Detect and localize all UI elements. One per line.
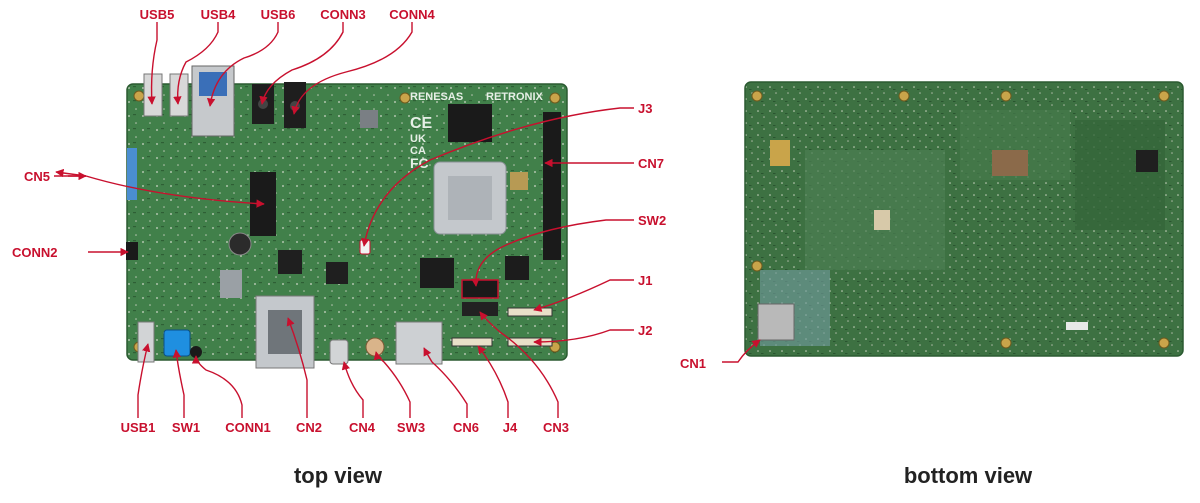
label-conn1: CONN1 xyxy=(225,420,271,435)
silk-renesas: RENESAS xyxy=(410,91,463,103)
conn2-connector xyxy=(126,242,138,260)
label-usb5: USB5 xyxy=(140,7,175,22)
label-conn2: CONN2 xyxy=(12,245,58,260)
silk-ukca-1: UK xyxy=(410,133,426,145)
silk-ukca-2: CA xyxy=(410,145,426,157)
label-sw3: SW3 xyxy=(397,420,425,435)
cn6-hdmi xyxy=(395,321,443,365)
label-usb1: USB1 xyxy=(121,420,156,435)
callout-leaders xyxy=(54,22,761,418)
label-cn7: CN7 xyxy=(638,156,664,171)
cn7-header xyxy=(543,112,561,260)
label-j4: J4 xyxy=(503,420,518,435)
label-usb4: USB4 xyxy=(201,7,236,22)
label-sw2: SW2 xyxy=(638,213,666,228)
label-conn3: CONN3 xyxy=(320,7,366,22)
label-cn5: CN5 xyxy=(24,169,50,184)
usb1-port xyxy=(137,321,155,363)
callout-labels: USB5 USB4 USB6 CONN3 CONN4 J3 CN7 SW2 J1… xyxy=(12,7,706,435)
silk-ce: CE xyxy=(410,115,433,132)
cn4-usbc xyxy=(329,339,349,365)
label-j2: J2 xyxy=(638,323,652,338)
label-cn3: CN3 xyxy=(543,420,569,435)
cn1-sdcard xyxy=(757,303,795,341)
sw2-switch xyxy=(461,279,499,299)
usb5-port xyxy=(143,73,163,117)
top-view-board: RENESAS RETRONIX CE UK CA FC xyxy=(126,65,568,369)
label-sw1: SW1 xyxy=(172,420,200,435)
cn3-connector xyxy=(462,302,498,316)
bottom-view-board xyxy=(744,81,1184,357)
j1-connector xyxy=(507,307,553,317)
label-cn2: CN2 xyxy=(296,420,322,435)
label-cn1: CN1 xyxy=(680,356,706,371)
silk-fcc: FC xyxy=(410,155,429,171)
label-j3: J3 xyxy=(638,101,652,116)
usb4-port xyxy=(169,73,189,117)
sw1-button xyxy=(163,329,191,357)
top-view-caption: top view xyxy=(294,463,383,488)
sw3-button xyxy=(365,337,385,357)
label-j1: J1 xyxy=(638,273,652,288)
bottom-view-caption: bottom view xyxy=(904,463,1033,488)
conn1-connector xyxy=(190,346,202,358)
label-cn4: CN4 xyxy=(349,420,376,435)
label-cn6: CN6 xyxy=(453,420,479,435)
label-conn4: CONN4 xyxy=(389,7,435,22)
j4-connector xyxy=(451,337,493,347)
silk-retronix: RETRONIX xyxy=(486,91,544,103)
label-usb6: USB6 xyxy=(261,7,296,22)
